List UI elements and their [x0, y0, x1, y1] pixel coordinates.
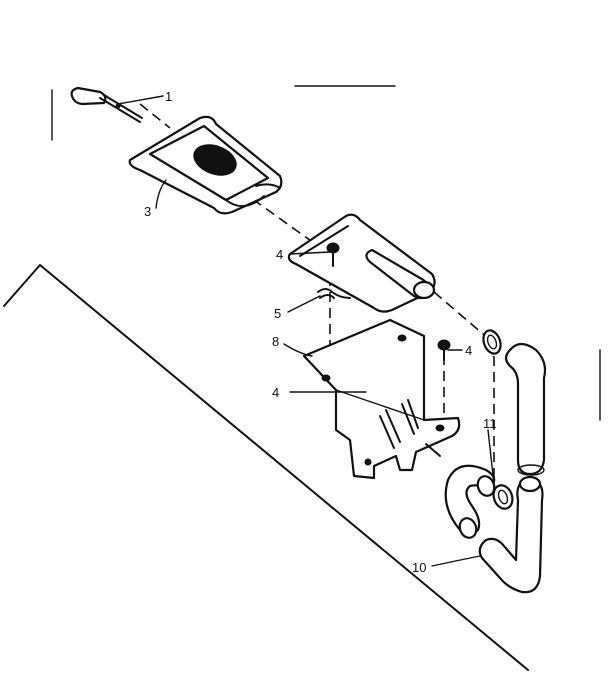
- screw-upper: [326, 242, 340, 267]
- callout-8: 8: [272, 334, 279, 349]
- callout-4-right: 4: [465, 343, 472, 358]
- callout-4-upper: 4: [276, 247, 283, 262]
- callout-10: 10: [412, 560, 426, 575]
- upper-housing: [287, 213, 436, 313]
- part-5-clip: [317, 288, 351, 299]
- frame-lines: [3, 85, 601, 671]
- callout-5: 5: [274, 306, 281, 321]
- callout-3: 3: [144, 204, 151, 219]
- part-1-pin: [70, 86, 143, 123]
- part-11-clamp-upper: [482, 329, 502, 355]
- leader-lines: [117, 95, 495, 567]
- callout-11: 11: [483, 416, 497, 431]
- part-3-burner-box: [128, 115, 283, 215]
- hose-upper: [504, 342, 547, 476]
- callout-labels: 1 3 4 5 8 4 4 11 10: [144, 89, 497, 575]
- part-8-bracket: [302, 318, 461, 480]
- callout-4-lower: 4: [272, 385, 279, 400]
- screw-right: [437, 339, 451, 361]
- part-11-clamp-lower: [492, 484, 514, 510]
- callout-1: 1: [165, 89, 172, 104]
- part-10-hose-lower: [444, 464, 544, 594]
